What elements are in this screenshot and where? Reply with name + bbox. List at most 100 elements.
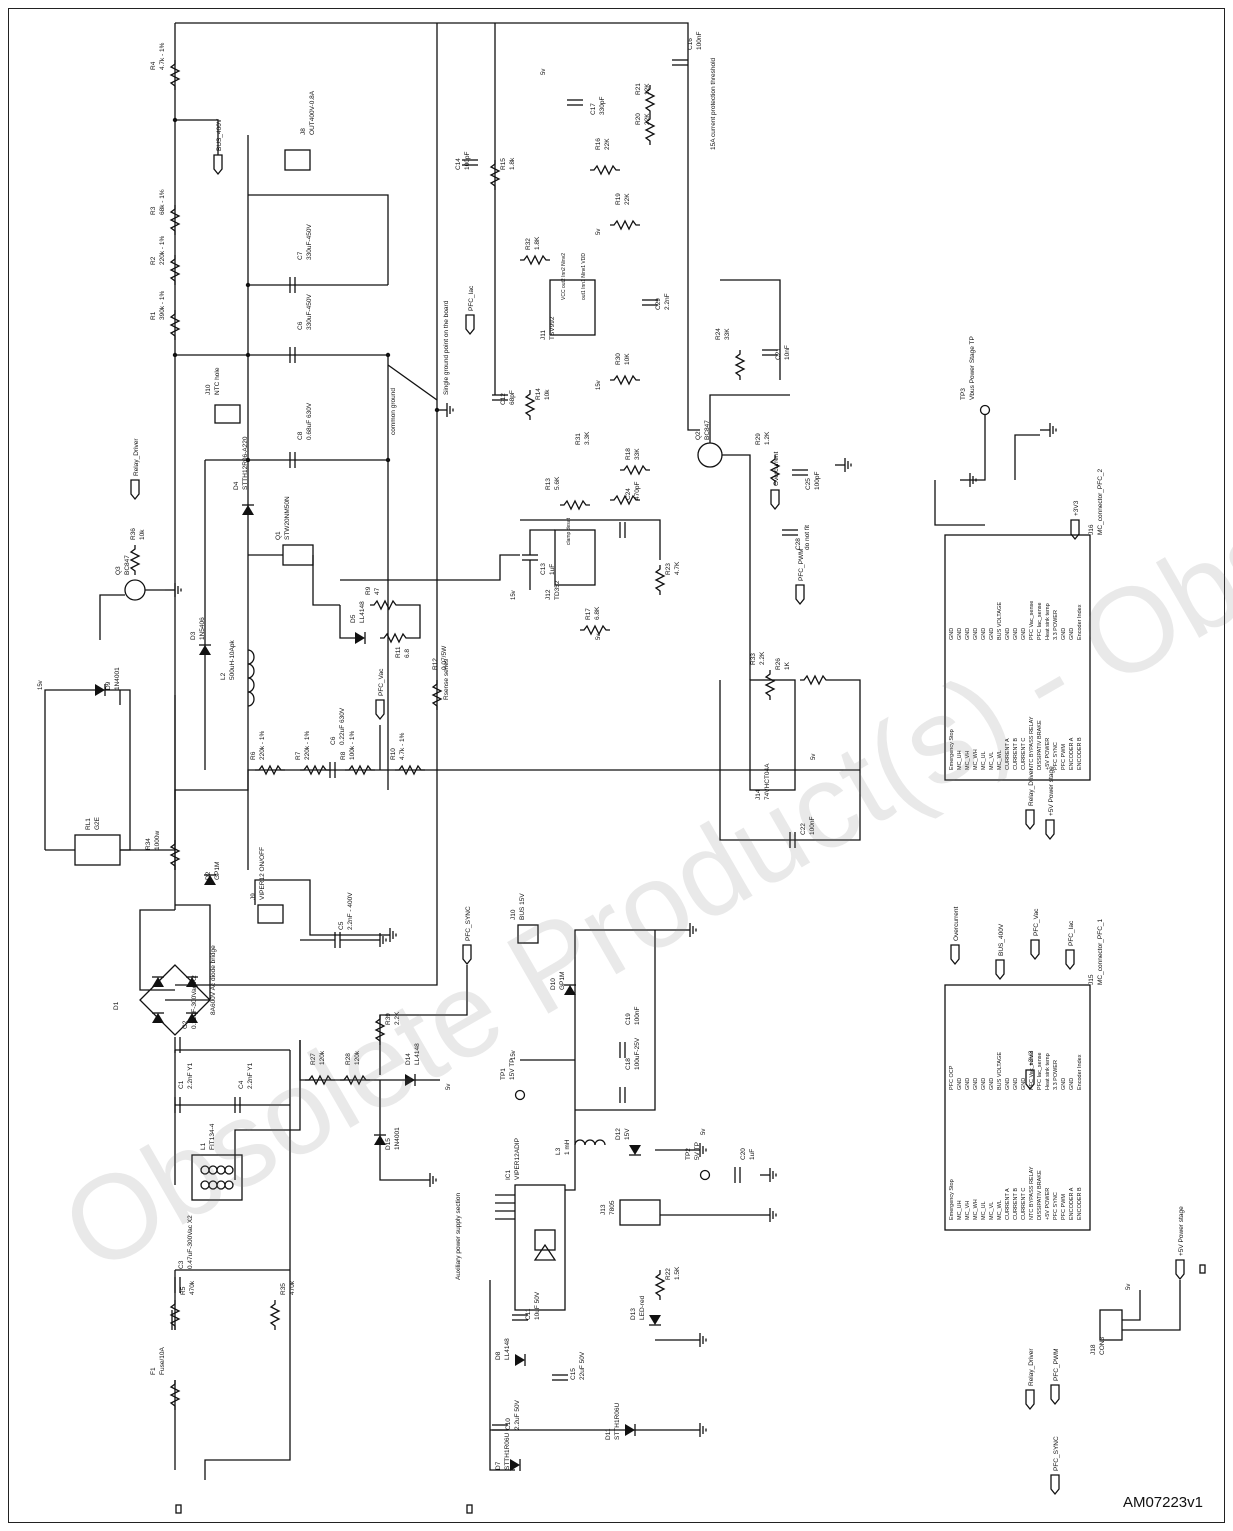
part-value: 5V TP [694,1142,701,1160]
net-port [1030,939,1040,961]
capacitor [642,299,658,306]
test-point [514,1089,526,1101]
part-value: FIT134-4 [209,1123,216,1150]
capacitor [174,1277,181,1293]
pin-label: Encoder Index [1077,1054,1083,1090]
part-ref: C29 [655,298,662,310]
part-value: 0.07/5W [441,645,448,670]
net-5v: 5v [446,1084,452,1090]
part-ref: J13 [600,1204,607,1215]
diode [564,984,576,995]
net-5v: 5v [541,69,547,75]
wire [165,904,211,1001]
part-value: 330pF [599,97,606,115]
diode-bridge [139,964,211,1036]
net-5v: 5v [1126,1284,1132,1290]
resistor [580,624,610,636]
resistor [590,164,620,176]
pin-label: DISSIPATIV BRAKE [1037,1170,1043,1220]
net-label: +3V3 [1028,1050,1035,1066]
single-ground-note: Single ground point on the board [443,300,450,395]
resistor [169,840,181,870]
part-ref: C28 [795,538,802,550]
part-ref: R31 [575,433,582,445]
diode [186,976,198,987]
capacitor [792,469,808,476]
ground-symbol [760,1208,777,1222]
part-ref: R23 [665,563,672,575]
ground-symbol [690,1423,707,1437]
pin-label: MC_VL [989,752,995,770]
junction [385,457,391,463]
pin-label: GND [957,1078,963,1090]
pin-label: Emergency Stop [949,729,955,770]
part-value: 2.2uF 50V [514,1399,521,1430]
pin-label: CURRENT C [1021,738,1027,770]
part-value: 470k [189,1280,196,1295]
pin-label: ENCODER A [1069,737,1075,770]
part-ref: R28 [345,1053,352,1065]
part-value: 2.2nF Y1 [187,1062,194,1089]
pin-label: MC_VH [965,1201,971,1220]
part-value: 0.22uF 630V [339,707,346,745]
part-value: 1N4001 [114,667,121,690]
resistor [620,464,650,476]
wire [340,554,520,581]
ground-symbol [370,933,387,947]
resistor [169,310,181,340]
diode [355,632,366,644]
pin-label: PFC OCP [949,1065,955,1090]
wire [489,1280,515,1471]
part-value: LL4148 [504,1338,511,1360]
part-ref: C6 [330,736,337,745]
mosfet [282,544,314,566]
net-port [1175,1259,1185,1281]
part-ref: D12 [615,1128,622,1140]
pin-label: 3.3 POWER [1053,1060,1059,1090]
part-value: LED-red [639,1295,646,1320]
inductor-turn [247,663,255,679]
diode [405,1074,416,1086]
capacitor [512,1314,528,1321]
net-port [1045,819,1055,841]
part-value: STTH12R06-A220 [242,436,249,490]
common-mode-choke [191,1154,243,1201]
pin-label: MC_UH [957,1200,963,1220]
diode [152,1012,164,1023]
part-ref: C19 [625,1013,632,1025]
resistor [395,764,425,776]
threshold-note: 15A current protection threshold [710,57,717,150]
document-reference: AM07223v1 [1122,1494,1203,1511]
part-ref: R27 [310,1053,317,1065]
net-5v: 5v [596,634,602,640]
resistor [169,205,181,235]
net-label: Relay_Driver [133,438,140,476]
connector-j15 [944,984,1091,1231]
part-value: 74VHCT04A [764,763,771,800]
net-port [375,699,385,721]
pin-label: GND [981,628,987,640]
wire [204,1270,291,1480]
resistor [169,255,181,285]
net-5v: 5v [811,754,817,760]
part-value: 1.2K [764,431,771,445]
part-value: 0.22uF-300Vac X2 [191,975,198,1029]
part-value: 220k - 1% [304,731,311,760]
net-label: BUS_400V [998,923,1005,956]
net-port [465,314,475,336]
part-value: BC847 [124,555,131,575]
part-value: GP1M [559,972,566,990]
resistor [255,764,285,776]
ground-symbol [835,458,852,472]
pin-label: MC_VH [965,751,971,770]
part-ref: J10 [205,384,212,395]
part-ref: R12 [432,658,439,670]
net-port [995,959,1005,981]
net-port [1025,809,1035,831]
net-label: Relay_Driver [1028,768,1035,806]
part-ref: L3 [555,1147,562,1155]
resistor [370,599,400,611]
part-value: 6.8K [594,606,601,620]
part-ref: J9 [250,893,257,900]
resistor [300,764,330,776]
